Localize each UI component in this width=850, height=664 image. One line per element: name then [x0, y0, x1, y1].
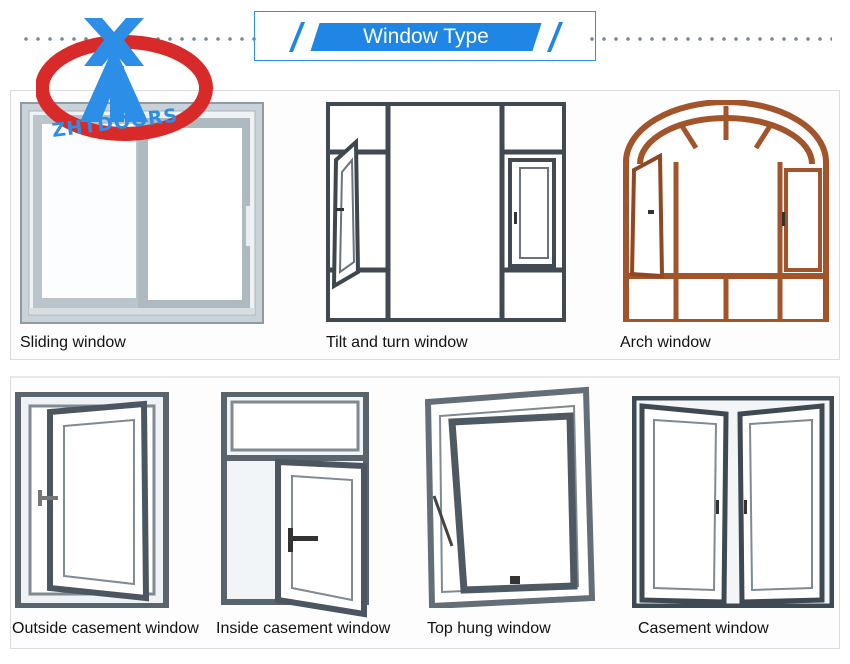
slash-decoration-left — [288, 22, 306, 52]
section-title-banner: Window Type — [254, 11, 596, 61]
window-label: Tilt and turn window — [326, 334, 468, 351]
slash-decoration-right — [546, 22, 564, 52]
tilt-turn-window-icon — [326, 102, 566, 322]
window-card-tilt-turn[interactable]: Tilt and turn window — [326, 102, 566, 351]
page-title: Window Type — [363, 25, 489, 48]
window-label: Outside casement window — [12, 620, 199, 637]
top-hung-window-icon — [424, 386, 596, 608]
window-label: Sliding window — [20, 334, 126, 351]
window-card-outside-casement[interactable]: Outside casement window — [12, 392, 199, 637]
zht-logo-icon: ZHTDOORS — [35, 10, 216, 160]
window-card-arch[interactable]: Arch window — [620, 100, 832, 351]
window-label: Top hung window — [427, 620, 551, 637]
decorative-dots-right — [586, 37, 832, 41]
window-label: Casement window — [638, 620, 769, 637]
window-label: Inside casement window — [216, 620, 391, 637]
window-card-casement[interactable]: Casement window — [632, 396, 834, 637]
arch-window-icon — [623, 100, 829, 322]
window-label: Arch window — [620, 334, 711, 351]
inside-casement-window-icon — [221, 392, 369, 618]
window-card-top-hung[interactable]: Top hung window — [424, 386, 600, 637]
casement-window-icon — [632, 396, 834, 608]
window-card-inside-casement[interactable]: Inside casement window — [216, 392, 390, 637]
outside-casement-window-icon — [15, 392, 169, 608]
